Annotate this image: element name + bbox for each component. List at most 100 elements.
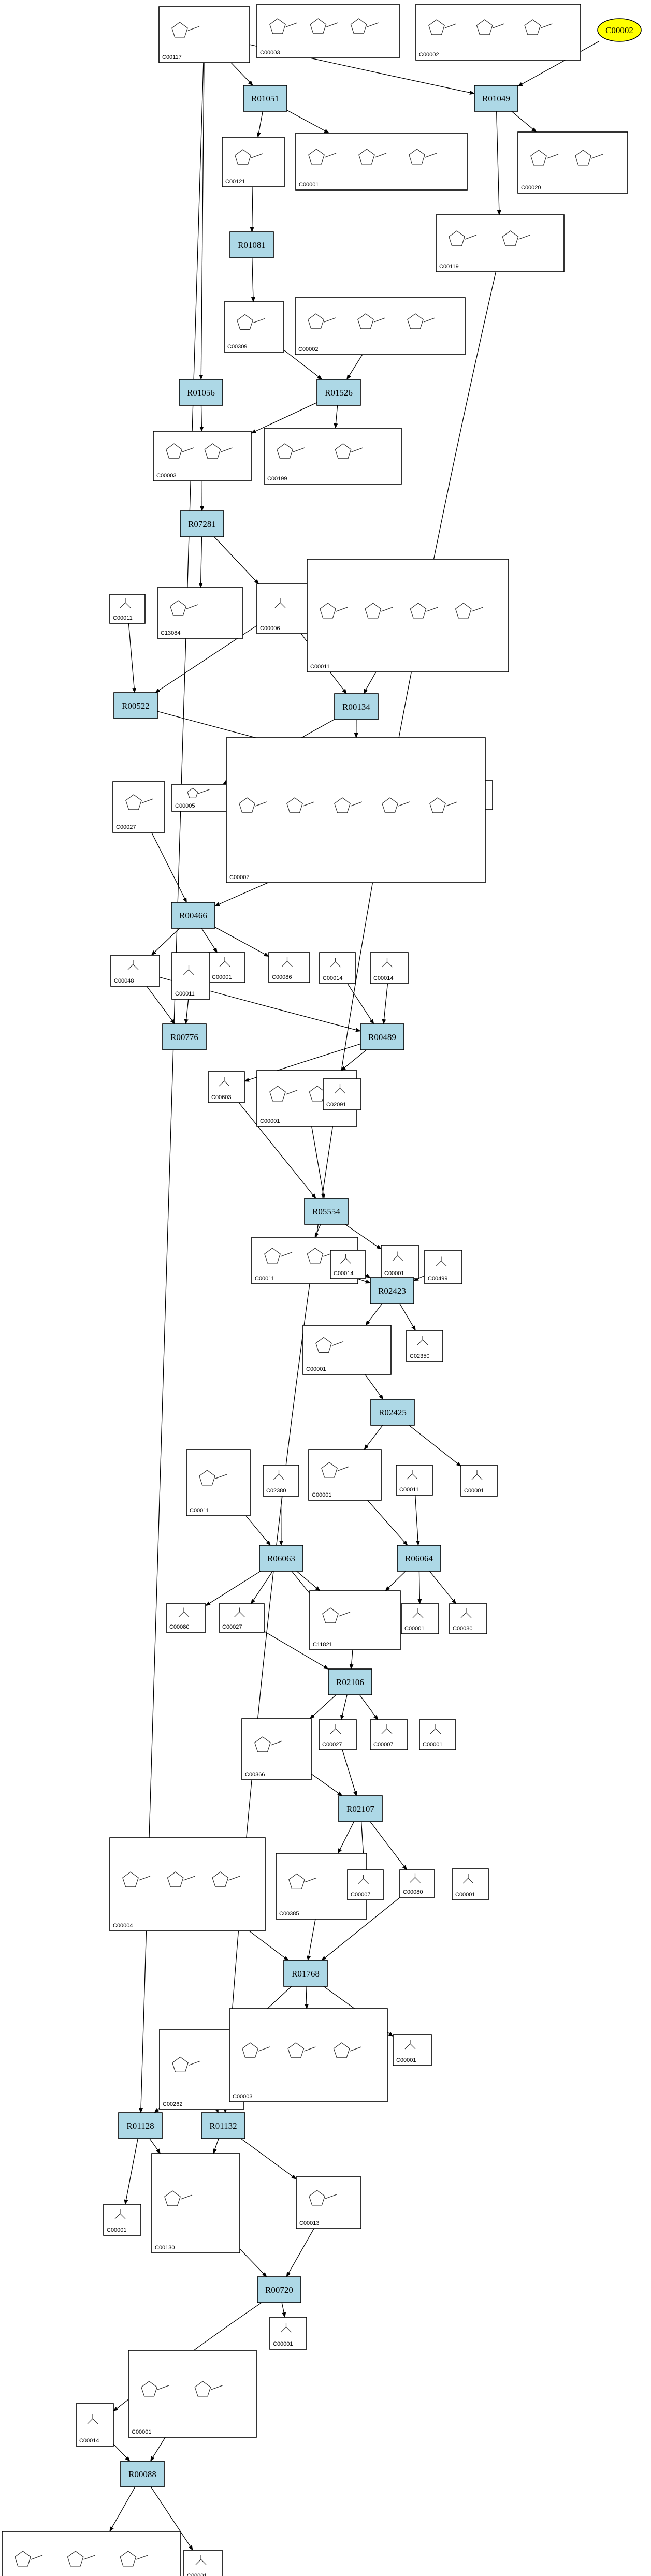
- compound-node[interactable]: C00011: [186, 1449, 251, 1516]
- reaction-node[interactable]: R02423: [370, 1277, 414, 1304]
- compound-node[interactable]: C00011: [109, 594, 146, 624]
- compound-node[interactable]: C00011: [396, 1465, 433, 1496]
- compound-node[interactable]: C00003: [256, 4, 400, 58]
- reaction-node[interactable]: R05554: [304, 1198, 349, 1225]
- compound-node[interactable]: C00001: [401, 1603, 439, 1634]
- compound-node[interactable]: C00001: [103, 2204, 141, 2236]
- compound-node[interactable]: C00002: [415, 4, 581, 61]
- compound-node[interactable]: C00001: [183, 2550, 223, 2576]
- compound-node[interactable]: C11821: [309, 1590, 401, 1650]
- reaction-node[interactable]: R00466: [171, 902, 215, 929]
- reaction-id: R02425: [379, 1408, 407, 1417]
- compound-node[interactable]: C00007: [226, 737, 486, 883]
- compound-node[interactable]: C00002: [2, 2531, 181, 2576]
- compound-node[interactable]: C00001: [419, 1719, 456, 1750]
- compound-node[interactable]: C00080: [449, 1603, 487, 1634]
- reaction-node[interactable]: R01051: [243, 85, 287, 112]
- structure-sketch: [166, 443, 194, 459]
- highlight-node[interactable]: C00002: [597, 18, 642, 42]
- reaction-node[interactable]: R01768: [283, 1960, 328, 1987]
- compound-id: C02350: [410, 1353, 430, 1359]
- compound-node[interactable]: C00001: [393, 2034, 432, 2066]
- compound-node[interactable]: C00199: [264, 428, 402, 485]
- compound-node[interactable]: C00130: [151, 2153, 240, 2253]
- compound-node[interactable]: C00001: [269, 2317, 307, 2350]
- compound-node[interactable]: C00048: [110, 955, 160, 987]
- reaction-node[interactable]: R01049: [474, 85, 518, 112]
- compound-node[interactable]: C00117: [158, 6, 250, 63]
- compound-node[interactable]: C00001: [208, 952, 245, 983]
- structure-sketch: [404, 2040, 416, 2050]
- edge: [223, 271, 497, 2113]
- compound-node[interactable]: C00001: [452, 1868, 489, 1900]
- reaction-node[interactable]: R07281: [180, 510, 224, 537]
- compound-node[interactable]: C00001: [460, 1465, 498, 1497]
- reaction-node[interactable]: R01081: [229, 231, 274, 258]
- reaction-node[interactable]: R00776: [162, 1023, 207, 1050]
- compound-node[interactable]: C00003: [153, 431, 252, 481]
- reaction-node[interactable]: R02107: [338, 1795, 383, 1822]
- structure-sketch: [178, 1607, 190, 1617]
- compound-node[interactable]: C00007: [347, 1869, 384, 1900]
- compound-node[interactable]: C00007: [370, 1719, 408, 1750]
- compound-node[interactable]: C00014: [76, 2403, 114, 2447]
- compound-node[interactable]: C02380: [263, 1465, 299, 1497]
- reaction-node[interactable]: R01132: [201, 2112, 245, 2139]
- compound-node[interactable]: C00027: [219, 1603, 265, 1633]
- compound-node[interactable]: C00001: [308, 1449, 382, 1501]
- compound-node[interactable]: C00027: [319, 1719, 357, 1750]
- compound-node[interactable]: C00011: [171, 952, 210, 1000]
- compound-box: [269, 2317, 307, 2350]
- compound-node[interactable]: C00011: [307, 559, 509, 672]
- reaction-node[interactable]: R00134: [334, 693, 379, 720]
- compound-node[interactable]: C00004: [109, 1837, 266, 1931]
- edge: [240, 2138, 297, 2179]
- reaction-node[interactable]: R00489: [360, 1023, 404, 1050]
- compound-node[interactable]: C02091: [323, 1078, 361, 1110]
- compound-node[interactable]: C00027: [112, 781, 165, 833]
- compound-node[interactable]: C00309: [224, 301, 284, 353]
- structure-sketch: [530, 150, 559, 166]
- reaction-node[interactable]: R06064: [397, 1545, 441, 1572]
- compound-node[interactable]: C00121: [222, 137, 285, 187]
- reaction-id: R01049: [482, 94, 510, 104]
- compound-node[interactable]: C00119: [436, 214, 565, 272]
- reaction-node[interactable]: R00088: [120, 2461, 165, 2487]
- edge: [251, 1571, 273, 1604]
- compound-box: [112, 781, 165, 833]
- compound-node[interactable]: C00366: [241, 1718, 312, 1780]
- reaction-node[interactable]: R00720: [257, 2276, 301, 2303]
- compound-node[interactable]: C00013: [296, 2176, 361, 2229]
- reaction-node[interactable]: R01526: [316, 379, 361, 406]
- compound-node[interactable]: C00003: [229, 2008, 388, 2102]
- compound-node[interactable]: C00002: [295, 297, 466, 355]
- reaction-node[interactable]: R01128: [118, 2112, 163, 2139]
- compound-node[interactable]: C02350: [406, 1330, 443, 1362]
- reaction-node[interactable]: R02106: [328, 1668, 372, 1695]
- compound-node[interactable]: C00001: [381, 1245, 419, 1279]
- compound-node[interactable]: C00080: [399, 1869, 435, 1898]
- compound-node[interactable]: C00005: [171, 784, 228, 812]
- compound-node[interactable]: C00001: [302, 1325, 392, 1375]
- reaction-node[interactable]: R01056: [179, 379, 223, 406]
- reaction-id: R01768: [292, 1969, 320, 1979]
- edge: [213, 2138, 219, 2154]
- compound-node[interactable]: C00603: [208, 1071, 245, 1103]
- compound-box: [295, 297, 466, 355]
- compound-box: [309, 1590, 401, 1650]
- compound-node[interactable]: C00086: [268, 952, 310, 983]
- compound-node[interactable]: C00001: [295, 133, 468, 191]
- reaction-node[interactable]: R06063: [259, 1545, 303, 1572]
- compound-node[interactable]: C00080: [166, 1603, 206, 1633]
- compound-node[interactable]: C00020: [517, 131, 628, 194]
- compound-node[interactable]: C00014: [370, 952, 409, 984]
- reaction-node[interactable]: R00522: [113, 692, 158, 719]
- compound-node[interactable]: C00006: [256, 583, 308, 634]
- compound-id: C00014: [79, 2438, 99, 2444]
- compound-node[interactable]: C13084: [157, 587, 243, 639]
- compound-node[interactable]: C00014: [330, 1250, 366, 1279]
- compound-node[interactable]: C00001: [128, 2350, 257, 2438]
- reaction-node[interactable]: R02425: [370, 1399, 415, 1426]
- compound-node[interactable]: C00014: [319, 952, 356, 984]
- compound-node[interactable]: C00499: [424, 1250, 462, 1284]
